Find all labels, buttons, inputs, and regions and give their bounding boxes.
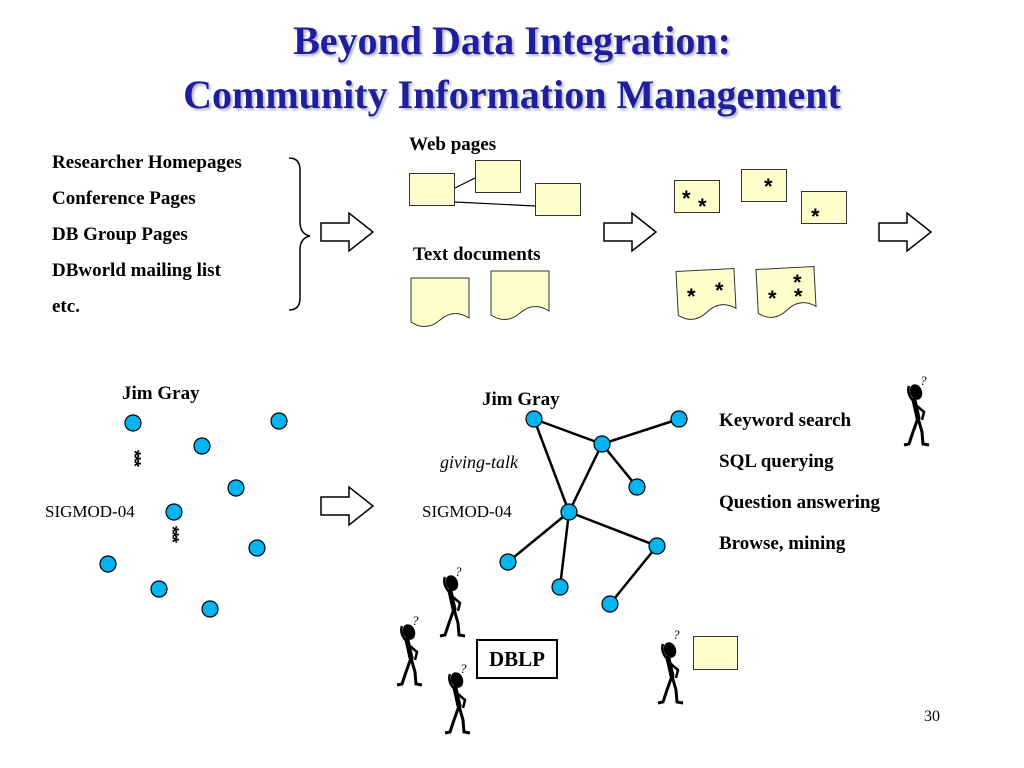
graph-node [165,503,183,521]
source-item: DB Group Pages [52,224,188,245]
link-line [454,177,476,189]
graph-node [201,600,219,618]
capability-item: Keyword search [719,410,852,431]
star-stack: *** [124,450,144,467]
web-page-box [475,160,521,193]
star-mark: * [687,284,696,309]
capability-item: Question answering [719,492,880,513]
sigmod-label: SIGMOD-04 [45,502,135,521]
web-page-box [409,173,455,206]
annotated-web-page-box [674,180,720,213]
graph-node [193,437,211,455]
graph-node [670,410,688,428]
graph-node [560,503,578,521]
text-document-icon [490,270,550,321]
graph-node [525,410,543,428]
graph-node [551,578,569,596]
graph-edge [609,545,658,605]
star-mark: * [811,204,820,229]
arrow-right-icon [603,212,657,252]
star-mark: * [682,186,691,211]
source-list: Researcher Homepages Conference Pages DB… [52,152,242,332]
link-line [454,201,536,207]
text-document-icon [410,277,470,328]
graph-node [248,539,266,557]
graph-edge [507,511,570,563]
puzzled-user-icon [658,640,683,703]
jim-gray-label: Jim Gray [122,383,200,404]
arrow-right-icon [320,486,374,526]
web-page-box [535,183,581,216]
arrow-right-icon [320,212,374,252]
graph-edge [533,417,603,446]
graph-node [648,537,666,555]
question-mark: ? [920,373,927,388]
capability-item: Browse, mining [719,533,846,554]
puzzled-user-icon [440,573,465,636]
annotated-document-icon [755,266,817,319]
slide-title-line2: Community Information Management [183,72,841,117]
capability-item: SQL querying [719,451,834,472]
giving-talk-relation-label: giving-talk [440,452,518,472]
entity-graph-edges [507,417,680,605]
question-mark: ? [455,564,462,579]
graph-edge [568,510,658,548]
slide-title-line1: Beyond Data Integration: [293,18,731,63]
graph-node [593,435,611,453]
graph-node [270,412,288,430]
dblp-box: DBLP [476,639,558,679]
graph-edge [558,511,571,588]
puzzled-user-icon [397,622,422,685]
puzzled-user-icon [904,382,929,445]
graph-node [124,414,142,432]
source-item: Conference Pages [52,188,196,209]
graph-edge [567,443,604,513]
brace-icon [288,157,311,311]
graph-edge [601,417,680,446]
source-item: DBworld mailing list [52,260,221,281]
graph-edge [601,443,638,488]
capabilities-list: Keyword search SQL querying Question ans… [719,410,880,574]
graph-node [227,479,245,497]
graph-node [99,555,117,573]
question-mark: ? [673,627,680,642]
annotated-web-page-box [801,191,847,224]
puzzled-user-icon [445,670,470,733]
star-mark: * [793,270,802,295]
graph-node [628,478,646,496]
star-mark: * [698,194,707,219]
star-mark: * [794,284,803,309]
annotation-stars: * * * * * * * * * [682,174,820,311]
user-page-box [693,636,738,670]
star-stack: *** [162,526,182,543]
annotated-web-page-box [741,169,787,202]
graph-node [601,595,619,613]
question-mark: ? [460,661,467,676]
source-item: Researcher Homepages [52,152,242,173]
text-documents-label: Text documents [413,244,541,265]
sigmod-entity-label: SIGMOD-04 [422,502,512,521]
question-mark: ? [412,613,419,628]
star-mark: * [715,278,724,303]
star-mark: * [764,174,773,199]
source-item: etc. [52,296,80,317]
jim-gray-entity-label: Jim Gray [482,389,560,410]
annotated-document-icon [675,268,737,321]
graph-edge [532,418,571,513]
page-number: 30 [924,708,940,725]
arrow-right-icon [878,212,932,252]
graph-node [150,580,168,598]
graph-node [499,553,517,571]
star-mark: * [768,286,777,311]
web-pages-label: Web pages [409,134,497,155]
